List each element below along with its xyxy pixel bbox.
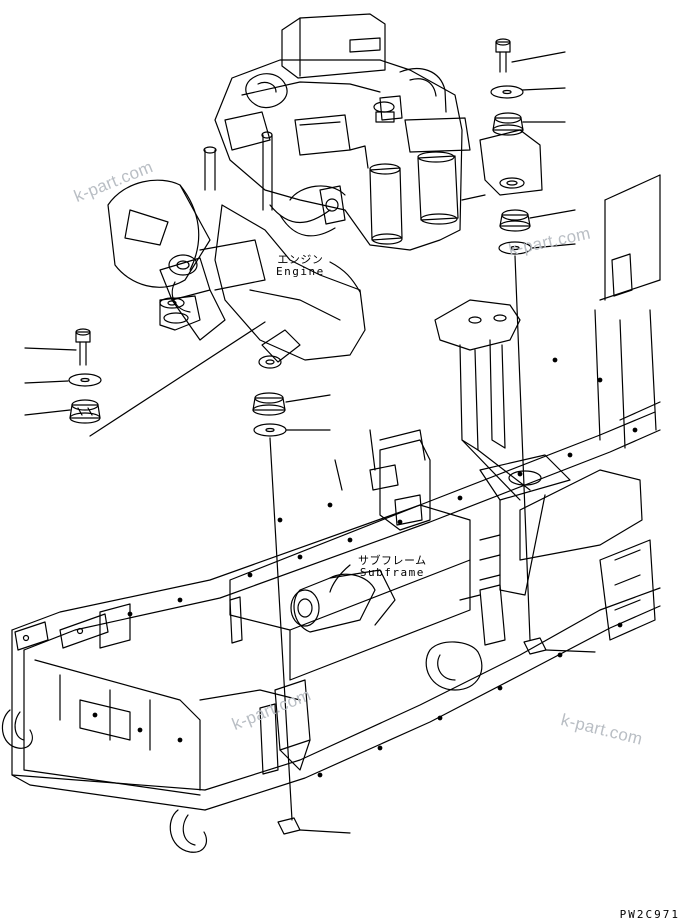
frame-bracket-leader — [369, 429, 376, 471]
mount-hardware-left — [24, 321, 266, 437]
subframe-label: サブフレーム Subframe — [358, 554, 427, 580]
engine-label-jp: エンジン — [277, 253, 324, 266]
main-frame — [1, 174, 661, 853]
engine-leader — [329, 261, 361, 293]
engine-label-en: Engine — [276, 265, 325, 279]
subframe-label-jp: サブフレーム — [358, 554, 427, 567]
mount-hardware-center — [252, 392, 351, 835]
engine-label: エンジン Engine — [276, 253, 325, 279]
subframe-label-en: Subframe — [359, 566, 425, 580]
frame-pin-leader — [334, 459, 343, 491]
engine-assembly — [107, 13, 543, 369]
mount-hardware-right — [490, 38, 596, 655]
frame-bolts — [92, 357, 638, 778]
subframe-leader — [329, 564, 351, 593]
drawing-code: PW2C971 — [619, 908, 680, 921]
